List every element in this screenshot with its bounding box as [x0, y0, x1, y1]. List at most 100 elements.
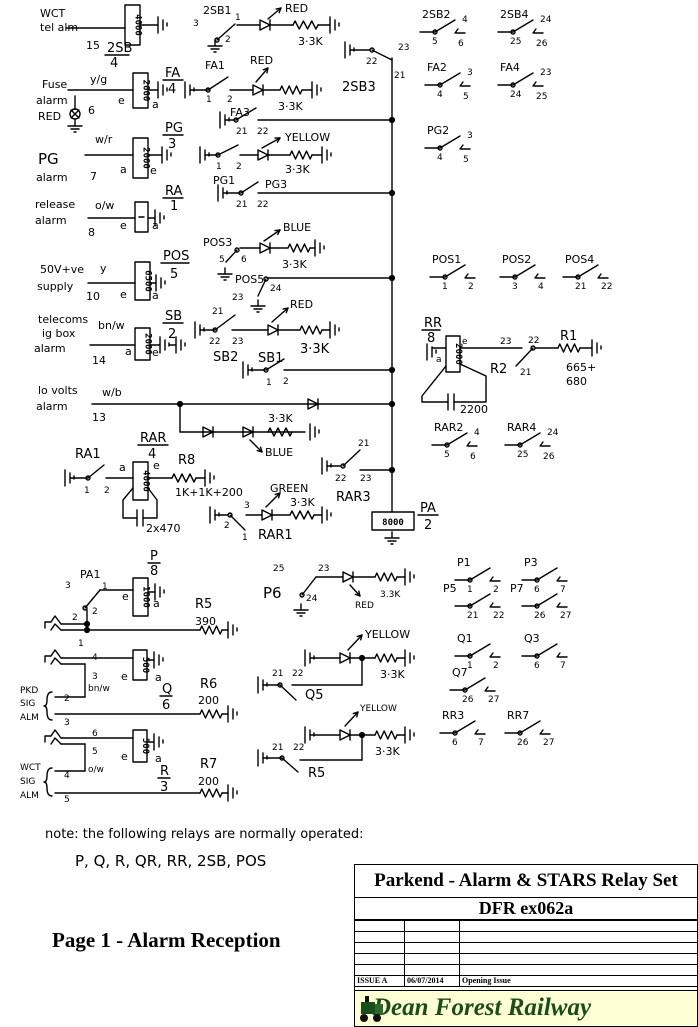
wire [469, 593, 491, 607]
ground-symbol [67, 119, 83, 133]
relay-name: RA [165, 184, 183, 199]
terminal-number: 23 [232, 337, 243, 347]
battery-symbol [161, 146, 172, 164]
resistor-value: 200 [198, 775, 219, 788]
resistor-name: R7 [200, 757, 217, 772]
resistor-value: 3·3K [285, 163, 310, 176]
wire [255, 67, 269, 83]
light-arrow-icon [354, 590, 361, 597]
led-color: RED [355, 601, 374, 611]
wire [279, 684, 297, 701]
relay-number: 3 [160, 780, 168, 795]
relay-coil-value: 4000 [133, 14, 143, 36]
relay-coil-value: 500 [140, 657, 150, 673]
note-text: note: the following relays are normally … [45, 827, 363, 842]
resistor-value: 3·3K [278, 100, 303, 113]
contact-name: PG1 [213, 174, 235, 187]
terminal-number: 22 [335, 474, 346, 484]
label: tel alm [40, 21, 78, 34]
resistor-symbol [292, 20, 319, 30]
contact-name: 2SB3 [342, 80, 376, 95]
resistor-value: 665+ [566, 361, 596, 374]
terminal-number: 1 [78, 639, 84, 649]
resistor-symbol [374, 653, 398, 663]
contact-name: Q3 [524, 632, 540, 645]
relay-name: RAR [140, 431, 166, 446]
resistor-symbol [299, 325, 323, 335]
terminal-number: 6 [241, 255, 247, 265]
battery-symbol [311, 81, 322, 99]
terminal-number: 1 [84, 486, 90, 496]
diode-symbol [252, 84, 264, 96]
label: ig box [42, 327, 76, 340]
wire [446, 432, 468, 446]
relay-number: 4 [110, 56, 118, 71]
relay-name: P [150, 549, 158, 564]
drawing-title: Parkend - Alarm & STARS Relay Set [355, 865, 697, 898]
terminal-number: 4 [474, 428, 480, 438]
contact-pivot [340, 463, 346, 469]
terminal-number: 27 [488, 695, 499, 705]
terminal-number: 5 [219, 255, 225, 265]
relay-number: 1 [170, 199, 178, 214]
terminal-number: 5 [92, 747, 98, 757]
label: alarm [36, 171, 68, 184]
contact-pivot [534, 577, 540, 583]
terminal-number: 22 [292, 669, 303, 679]
relay-terminal: e [462, 337, 468, 347]
relay-coil [132, 137, 149, 179]
resistor-symbol [287, 243, 311, 253]
revision-row-empty [355, 964, 697, 976]
contact-name: SB1 [258, 351, 283, 366]
terminal-number: 3 [92, 672, 98, 682]
terminal-number: 1 [206, 95, 212, 105]
light-arrow-icon [352, 711, 359, 718]
contact-pivot [510, 82, 516, 88]
wire [257, 278, 267, 297]
jack-symbol [44, 649, 62, 665]
contact-pivot [575, 274, 581, 280]
input-label: SIG [20, 699, 35, 709]
contact-pivot [238, 190, 244, 196]
terminal-number: 3 [512, 282, 518, 292]
label: e [120, 219, 127, 232]
led-color: YELLOW [359, 704, 397, 714]
wire [263, 229, 281, 242]
terminal-number: 2 [104, 486, 110, 496]
wire [514, 264, 536, 278]
light-arrow-icon [275, 7, 282, 14]
contact-pivot [85, 475, 91, 481]
battery-symbol [227, 705, 238, 723]
drawing-number: DFR ex062a [355, 898, 697, 920]
contact-pivot [512, 274, 518, 280]
contact-fixed [454, 28, 466, 34]
wire [519, 432, 541, 446]
resistor-value: 3·3K [298, 35, 323, 48]
brace-symbol [43, 691, 53, 721]
label: 10 [86, 290, 100, 303]
wire [342, 449, 361, 467]
relay-number: 4 [168, 82, 176, 97]
wire [347, 634, 363, 651]
terminal-number: 26 [543, 452, 555, 462]
contact-name: 2SB2 [422, 8, 451, 21]
label: e [150, 164, 157, 177]
resistor-symbol [171, 473, 197, 483]
ground-symbol [207, 39, 223, 53]
light-arrow-icon [282, 307, 289, 314]
resistor-value: 1K+1K+200 [175, 486, 243, 499]
terminal-number: 4 [462, 15, 468, 25]
battery-symbol [157, 81, 168, 99]
wire [434, 19, 456, 33]
terminal-number: 3 [193, 19, 199, 29]
terminal-number: 22 [257, 200, 268, 210]
battery-symbol [404, 649, 415, 667]
light-arrow-icon [356, 634, 363, 641]
terminal-number: 2 [468, 282, 474, 292]
terminal-number: 27 [560, 611, 571, 621]
label: 50V+ve [40, 263, 84, 276]
resistor-name: R1 [560, 329, 577, 344]
relay-name: PA [420, 501, 436, 516]
wire [454, 720, 476, 734]
